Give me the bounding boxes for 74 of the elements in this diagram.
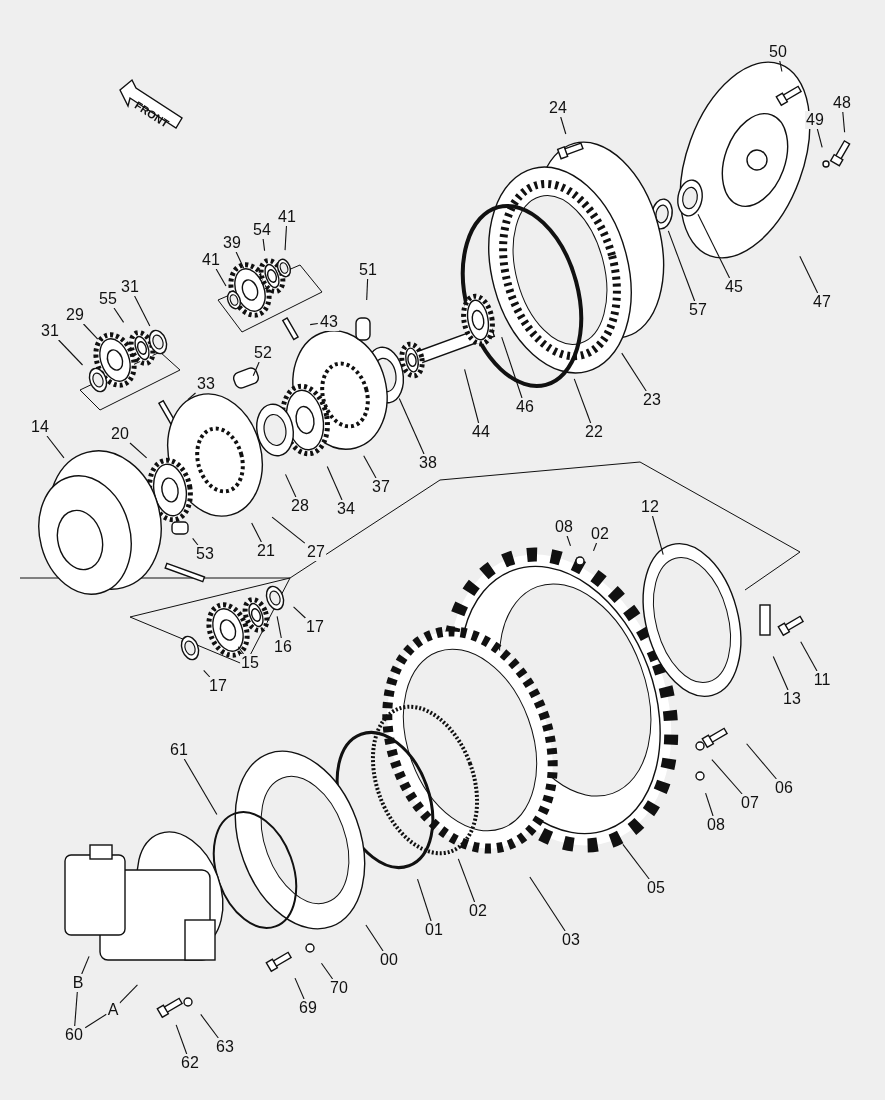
leader-line [800,641,818,672]
leader-line [560,116,567,135]
leader-line [251,522,262,543]
leader-line [119,984,138,1004]
leader-line [566,535,572,547]
leader-line [573,378,592,424]
callout-number: 41 [201,251,221,269]
callout-number: 12 [640,498,660,516]
leader-line [799,255,819,294]
leader-line [284,225,288,251]
callout-number: 55 [98,290,118,308]
callout-number: 02 [590,525,610,543]
leader-line [622,843,650,880]
leader-line [284,473,297,498]
leader-line [651,515,664,556]
leader-line [772,655,789,691]
leader-line [816,128,823,148]
leader-line [262,238,266,252]
leader-line [705,792,714,817]
leader-line [271,516,306,544]
leader-line [200,1013,219,1039]
callout-number: 31 [120,278,140,296]
leader-line [187,392,197,401]
leader-line [82,323,99,340]
leader-line [398,397,425,455]
leader-line [58,339,84,366]
callout-number: 14 [30,418,50,436]
leader-line [294,977,305,1000]
leader-line [192,537,199,546]
callout-number: 49 [805,111,825,129]
leader-line [621,352,647,392]
leader-line [237,646,245,655]
leader-line [74,991,78,1027]
leader-line [326,465,343,501]
leader-line [235,251,245,269]
leader-line [276,615,282,639]
callout-number: 61 [169,741,189,759]
leader-line [529,876,566,932]
leader-line [501,336,523,399]
leader-line [417,878,432,922]
leader-line [84,1013,107,1029]
leader-line [46,435,65,459]
leader-line [697,213,731,279]
leader-line [464,368,480,424]
callout-number: 24 [548,99,568,117]
callout-number: 39 [222,234,242,252]
leader-line [365,924,384,952]
leader-line [457,858,476,903]
leader-line [842,111,846,133]
leader-line [667,230,696,302]
leader-line [363,455,377,479]
callout-number: 08 [554,518,574,536]
callout-number: 29 [65,306,85,324]
leader-line [293,606,306,619]
leader-line [320,962,334,980]
leader-line [366,278,369,301]
callout-number: 27 [306,543,326,561]
callout-number: 52 [253,344,273,362]
leader-line [779,60,783,73]
leader-line [309,323,319,326]
leader-line [81,955,90,975]
leader-line [183,758,218,816]
callout-number: 43 [319,313,339,331]
leader-line [215,268,227,287]
leader-line [134,295,151,327]
leader-line [746,743,777,780]
callout-number: 31 [40,322,60,340]
leader-line [175,1024,188,1055]
leader-line [113,307,125,323]
leader-line [711,759,743,795]
leader-line [252,361,260,377]
leader-line [129,442,148,459]
leader-line [203,669,211,678]
leader-line [592,542,598,552]
